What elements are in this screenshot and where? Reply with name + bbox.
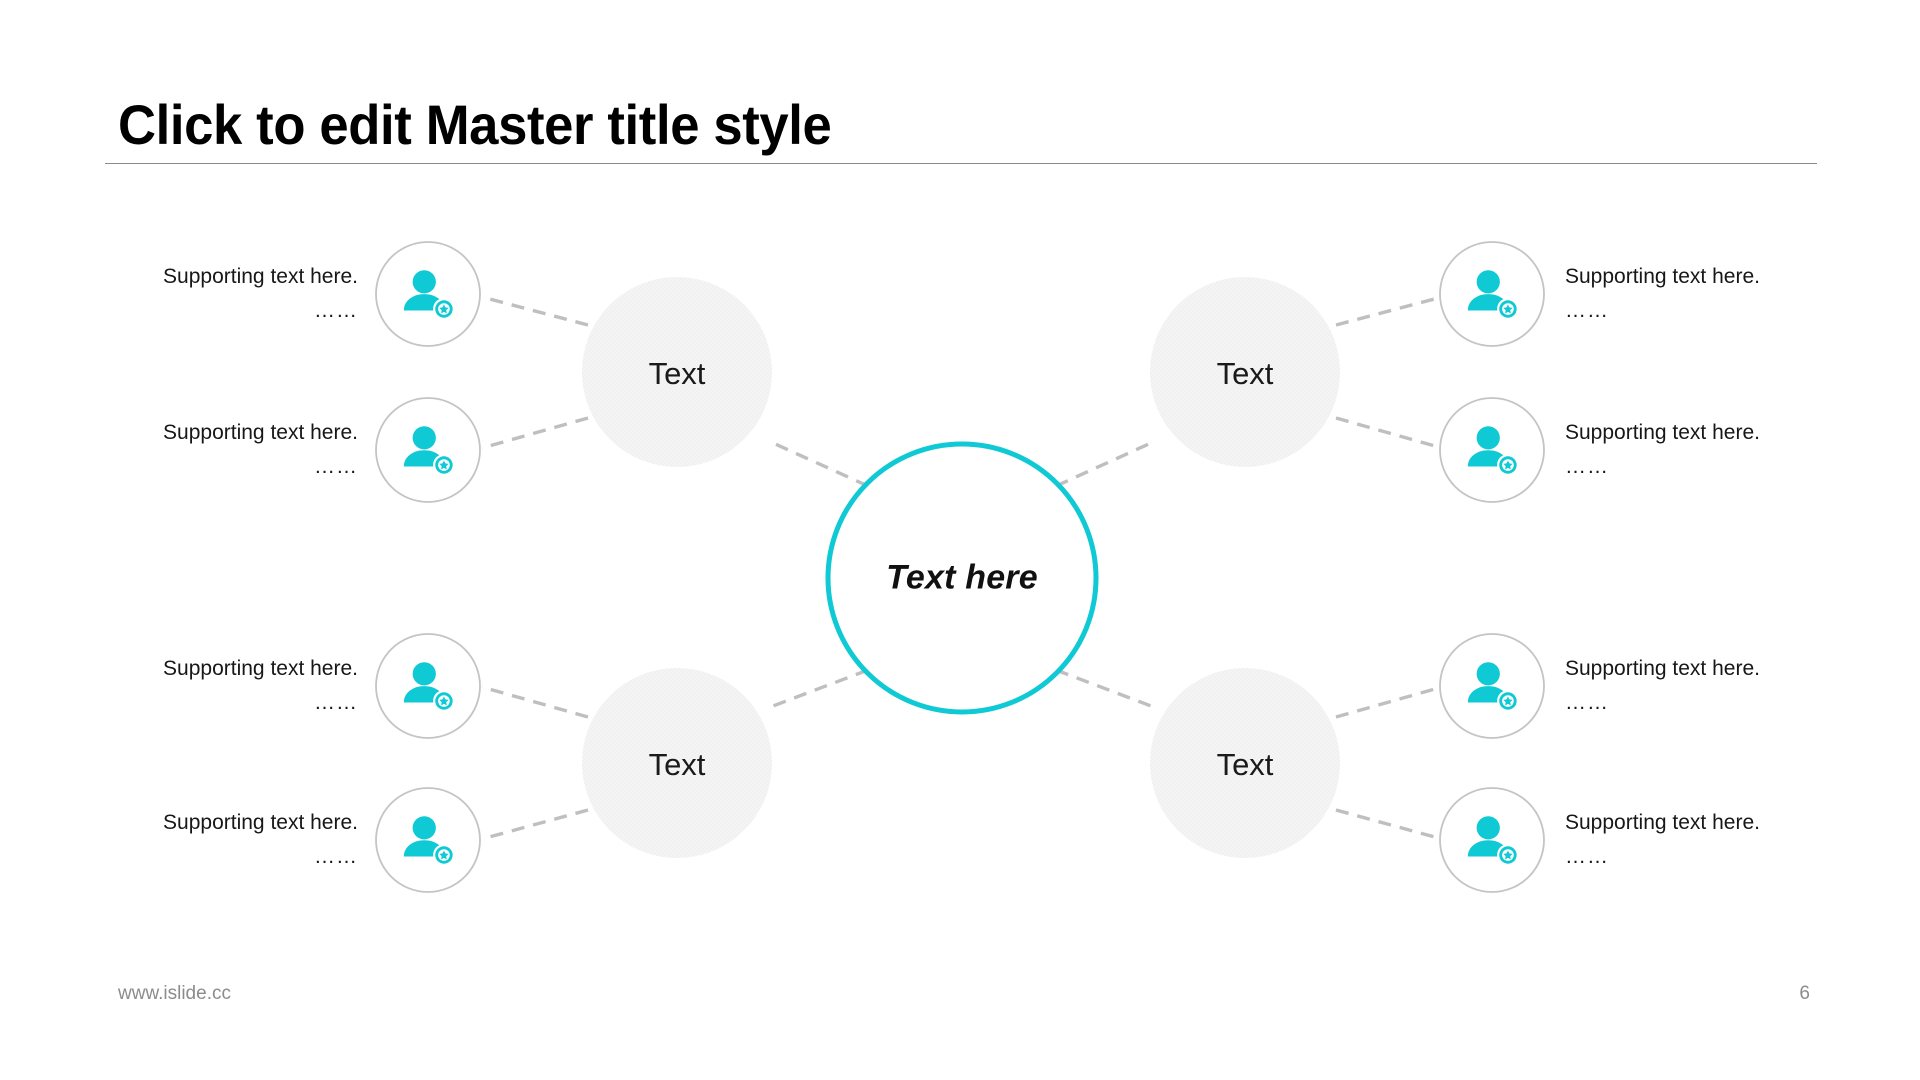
connector-branch-7 [1335,685,1443,719]
supporting-text-5-line1: Supporting text here. [1565,264,1760,288]
supporting-text-1-line1: Supporting text here. [163,264,358,288]
page-title[interactable]: Click to edit Master title style [118,93,832,156]
connector-hub-top-right [1055,441,1152,488]
supporting-text-6-line1: Supporting text here. [1565,420,1760,444]
node-circle-bottom-right[interactable] [1150,668,1340,858]
connector-branch-6 [1335,416,1443,450]
supporting-text-3[interactable]: Supporting text here. …… [58,652,358,720]
connector-hub-bottom-right [1055,668,1152,708]
connector-branch-3 [481,685,589,719]
supporting-text-8[interactable]: Supporting text here. …… [1565,806,1865,874]
icon-circle-2[interactable] [375,397,481,503]
supporting-text-3-line1: Supporting text here. [163,656,358,680]
node-circle-top-right[interactable] [1150,277,1340,467]
icon-circle-3[interactable] [375,633,481,739]
supporting-text-8-line2: …… [1565,845,1609,868]
supporting-text-7-line1: Supporting text here. [1565,656,1760,680]
footer-page-number: 6 [1799,983,1810,1004]
icon-circle-group [375,241,1545,893]
supporting-text-7[interactable]: Supporting text here. …… [1565,652,1865,720]
supporting-text-6[interactable]: Supporting text here. …… [1565,416,1865,484]
connector-group-branches [481,295,1443,841]
icon-circle-1[interactable] [375,241,481,347]
supporting-text-4-line2: …… [314,845,358,868]
connector-branch-4 [481,808,589,841]
connector-hub-bottom-left [772,668,869,708]
center-hub-circle[interactable] [825,441,1099,715]
footer-url[interactable]: www.islide.cc [118,983,231,1004]
supporting-text-3-line2: …… [314,691,358,714]
supporting-text-1[interactable]: Supporting text here. …… [58,260,358,328]
connector-branch-1 [481,295,589,327]
title-divider [105,163,1817,164]
icon-circle-7[interactable] [1439,633,1545,739]
supporting-text-2[interactable]: Supporting text here. …… [58,416,358,484]
supporting-text-4[interactable]: Supporting text here. …… [58,806,358,874]
supporting-text-5[interactable]: Supporting text here. …… [1565,260,1865,328]
supporting-text-7-line2: …… [1565,691,1609,714]
supporting-text-2-line1: Supporting text here. [163,420,358,444]
supporting-text-1-line2: …… [314,299,358,322]
icon-circle-6[interactable] [1439,397,1545,503]
connector-hub-top-left [772,441,869,488]
connector-group-hub [772,441,1152,708]
icon-circle-5[interactable] [1439,241,1545,347]
supporting-text-5-line2: …… [1565,299,1609,322]
supporting-text-2-line2: …… [314,455,358,478]
node-circle-top-left[interactable] [582,277,772,467]
supporting-text-8-line1: Supporting text here. [1565,810,1760,834]
connector-branch-5 [1335,295,1443,327]
icon-circle-8[interactable] [1439,787,1545,893]
supporting-text-6-line2: …… [1565,455,1609,478]
supporting-text-4-line1: Supporting text here. [163,810,358,834]
icon-circle-4[interactable] [375,787,481,893]
connector-branch-8 [1335,808,1443,841]
node-circle-bottom-left[interactable] [582,668,772,858]
connector-branch-2 [481,416,589,450]
